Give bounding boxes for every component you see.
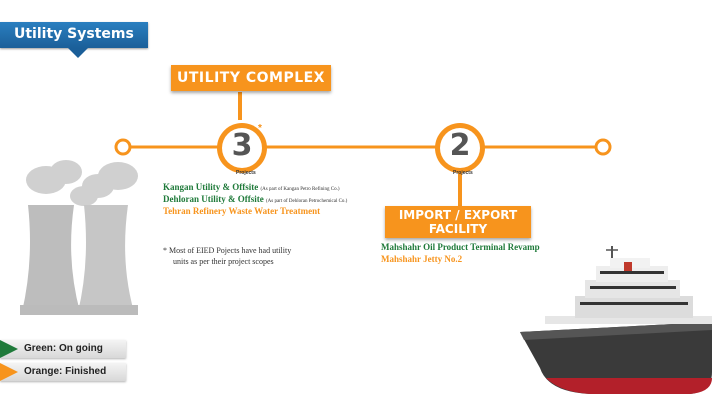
timeline-end-node xyxy=(594,138,612,156)
header-pointer-arrow xyxy=(68,48,88,58)
footnote-line1: * Most of EIED Pojects have had utility xyxy=(163,246,292,255)
legend-ongoing-swatch xyxy=(0,340,18,358)
import-export-label-line2: FACILITY xyxy=(428,222,488,236)
legend-finished-label: Orange: Finished xyxy=(24,366,107,377)
section-header-banner: Utility Systems xyxy=(0,22,148,48)
utility-complex-label: UTILITY COMPLEX xyxy=(171,65,331,91)
project-mahshahr-terminal: Mahshahr Oil Product Terminal Revamp xyxy=(381,242,540,252)
timeline-start-node xyxy=(114,138,132,156)
project-mahshahr-jetty: Mahshahr Jetty No.2 xyxy=(381,254,462,264)
project-note: (As part of Kangan Petro Refining Co.) xyxy=(260,187,340,192)
utility-count-caption: Projects xyxy=(236,170,256,176)
import-count-caption: Projects xyxy=(453,170,473,176)
import-export-label-line1: IMPORT / EXPORT xyxy=(398,208,518,222)
import-export-count: 2 xyxy=(449,128,471,163)
utility-complex-count: 3 xyxy=(231,128,253,163)
legend-finished-swatch xyxy=(0,363,18,381)
utility-count-asterisk: * xyxy=(258,123,262,134)
project-name: Kangan Utility & Offsite xyxy=(163,182,259,192)
project-note: (As part of Dehloran Petrochemical Co.) xyxy=(265,199,348,204)
project-name: Mahshahr Oil Product Terminal Revamp xyxy=(381,242,540,252)
legend-ongoing-label: Green: On going xyxy=(24,343,103,354)
project-kangan: Kangan Utility & Offsite (As part of Kan… xyxy=(163,182,340,192)
legend-ongoing: Green: On going xyxy=(0,340,126,358)
project-tehran: Tehran Refinery Waste Water Treatment xyxy=(163,206,320,216)
section-title: Utility Systems xyxy=(14,26,134,42)
footnote: * Most of EIED Pojects have had utility … xyxy=(163,245,291,267)
project-name: Tehran Refinery Waste Water Treatment xyxy=(163,206,321,216)
footnote-line2: units as per their project scopes xyxy=(173,257,274,266)
legend-finished: Orange: Finished xyxy=(0,363,126,381)
project-name: Dehloran Utility & Offsite xyxy=(163,194,264,204)
project-dehloran: Dehloran Utility & Offsite (As part of D… xyxy=(163,194,347,204)
project-name: Mahshahr Jetty No.2 xyxy=(381,254,463,264)
import-export-label: IMPORT / EXPORT FACILITY xyxy=(385,206,531,238)
